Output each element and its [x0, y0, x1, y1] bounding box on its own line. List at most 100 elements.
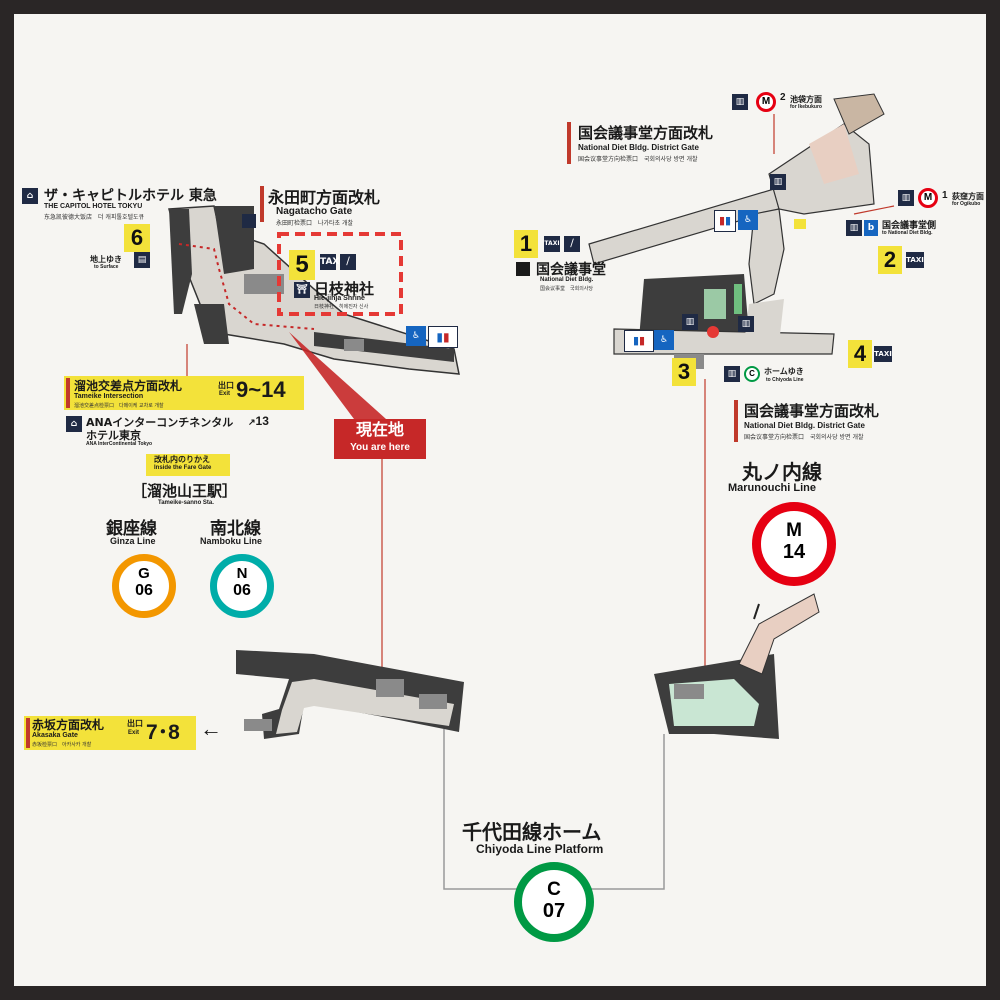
elevator-icon-4: ▥	[738, 316, 754, 332]
namboku-en: Namboku Line	[200, 536, 263, 546]
chiyoda-jp: 千代田線ホーム	[462, 820, 602, 844]
exit-2: 2	[878, 246, 902, 274]
ginza-en: Ginza Line	[110, 536, 156, 546]
you-are-here-jp: 現在地	[355, 420, 404, 439]
tameike-gate-sub: 溜池交差点检票口 다메이케 교차로 개찰	[74, 403, 164, 409]
exit5-highlight	[277, 232, 403, 316]
tameike-exit-range: 9~14	[236, 377, 286, 402]
ana-hotel-jp2: ホテル東京	[86, 429, 141, 442]
surface-jp: 地上ゆき	[90, 255, 122, 264]
ikebukuro-jp: 池袋方面	[790, 95, 822, 104]
c-icon-small: C	[744, 366, 760, 382]
aed-icon	[707, 326, 719, 338]
floor-plan-svg	[168, 93, 895, 890]
station-map: ⌂ ザ・キャピトルホテル 東急 THE CAPITOL HOTEL TOKYU …	[14, 14, 986, 986]
chiyoda-num: 07	[542, 900, 566, 922]
diet-gate-bottom-en: National Diet Bldg. District Gate	[744, 421, 865, 430]
ginza-g06-badge: G 06	[112, 554, 176, 618]
hotel-icon-ana: ⌂	[66, 416, 82, 432]
capitol-hotel-sub: 东急凯彼德大饭店 더 캐피톨호텔도큐	[44, 214, 145, 221]
tameike-gate-en: Tameike Intersection	[74, 393, 144, 400]
nagatacho-gate-bar	[260, 186, 264, 222]
ginza-jp: 銀座線	[106, 519, 157, 539]
ogikubo-num: 1	[942, 190, 948, 201]
hiejinja-sub: 日枝神社 히에진자 신사	[314, 304, 369, 310]
stairs-icon: ▤	[134, 252, 150, 268]
diet-gate-bottom-sub: 国会议事堂方向检票口 국회의사당 방면 개찰	[744, 434, 864, 441]
chiyoda-en: Chiyoda Line Platform	[476, 842, 604, 856]
diet-gate-bottom-jp: 国会議事堂方面改札	[744, 402, 880, 420]
exit-6: 6	[124, 224, 150, 252]
escalator-icon: ⧸	[340, 254, 356, 270]
exit-4: 4	[848, 340, 872, 368]
chiyoda-letter: C	[547, 879, 561, 900]
hiejinja-jp: 日枝神社	[314, 280, 375, 298]
marunouchi-connector-block	[654, 593, 820, 739]
taxi-icon-4: TAXI	[874, 346, 892, 362]
diet-bldg-jp: 国会議事堂	[536, 262, 606, 278]
elevator-icon-ogikubo: ▥	[898, 190, 914, 206]
tameike-exit-en: Exit	[219, 391, 231, 397]
akasaka-jp: 赤坂方面改札	[32, 718, 105, 732]
diet-gate-top-en: National Diet Bldg. District Gate	[578, 143, 699, 152]
ana-hotel-jp1: ANAインターコンチネンタル	[86, 416, 234, 429]
tameike-gate-banner	[64, 376, 304, 410]
akasaka-arrow-icon: ←	[200, 716, 222, 741]
diet-bldg-en: National Diet Bldg.	[540, 277, 594, 283]
nagatacho-gate-en: Nagatacho Gate	[276, 206, 353, 217]
exit-5: 5	[289, 250, 315, 280]
station-name-en: Tameike-sanno Sta.	[158, 500, 214, 506]
nagatacho-gate-jp: 永田町方面改札	[268, 188, 381, 207]
akasaka-exit-range: 7･8	[146, 721, 180, 744]
tameike-exit-label: 出口	[218, 381, 234, 390]
ana-hotel-en: ANA InterContinental Tokyo	[86, 441, 153, 447]
you-are-here-en: You are here	[350, 442, 410, 453]
left-concourse	[168, 205, 460, 375]
hotel-icon: ⌂	[22, 188, 38, 204]
akasaka-en: Akasaka Gate	[32, 732, 78, 739]
elevator-icon-diet: ▥	[846, 220, 862, 236]
diet-bldg-sub: 国会议事堂 국회의사당	[540, 286, 594, 292]
transfer-en: Inside the Fare Gate	[154, 465, 212, 471]
namboku-n06-badge: N 06	[210, 554, 274, 618]
shrine-icon: ⛩	[294, 282, 310, 298]
ogikubo-en: for Ogikubo	[952, 201, 981, 207]
ogikubo-jp: 荻窪方面	[952, 192, 984, 201]
elevator-icon-3: ▥	[682, 314, 698, 330]
capitol-hotel-jp: ザ・キャピトルホテル 東急	[44, 188, 217, 204]
station-name-jp: ［溜池山王駅］	[132, 482, 238, 500]
diet-side-jp: 国会議事堂側	[882, 221, 937, 231]
ginza-letter: G	[138, 565, 150, 582]
home-yuki-en: to Chiyoda Line	[766, 377, 804, 383]
akasaka-gate-bar	[26, 718, 30, 748]
toilet-icon-2: ▮▮	[714, 210, 736, 232]
toilet-icon-3: ▮▮	[624, 330, 654, 352]
taxi-icon-1: TAXI	[544, 236, 560, 252]
hiejinja-en: Hie-jinja Shrine	[314, 295, 365, 302]
m-icon-ogikubo: M	[918, 188, 938, 208]
marunouchi-num: 14	[782, 541, 806, 563]
elevator-icon-5: ▥	[724, 366, 740, 382]
right-concourse	[588, 93, 885, 369]
you-are-here-pointer	[289, 332, 386, 419]
namboku-jp: 南北線	[210, 519, 261, 539]
exit-3: 3	[672, 358, 696, 386]
transfer-jp: 改札内のりかえ	[154, 455, 210, 464]
elevator-icon-2: ▥	[770, 174, 786, 190]
wheelchair-icon-3: ♿	[654, 330, 674, 350]
chiyoda-c07-badge: C 07	[514, 862, 594, 942]
diet-gate-bottom-bar	[734, 400, 738, 442]
akasaka-exit-label: 出口	[127, 719, 143, 728]
namboku-num: 06	[233, 582, 251, 599]
ginza-num: 06	[135, 582, 153, 599]
elevator-icon: ▥	[732, 94, 748, 110]
akasaka-banner	[24, 716, 196, 750]
akasaka-sub: 赤坂检票口 아카사카 개찰	[32, 742, 92, 748]
home-yuki-jp: ホームゆき	[764, 367, 804, 376]
akasaka-exit-en: Exit	[128, 730, 140, 736]
diet-side-en: to National Diet Bldg.	[882, 230, 933, 236]
marunouchi-letter: M	[786, 520, 802, 541]
escalator-icon-1: ⧸	[564, 236, 580, 252]
marunouchi-en: Marunouchi Line	[728, 482, 816, 494]
transfer-banner	[146, 454, 230, 476]
